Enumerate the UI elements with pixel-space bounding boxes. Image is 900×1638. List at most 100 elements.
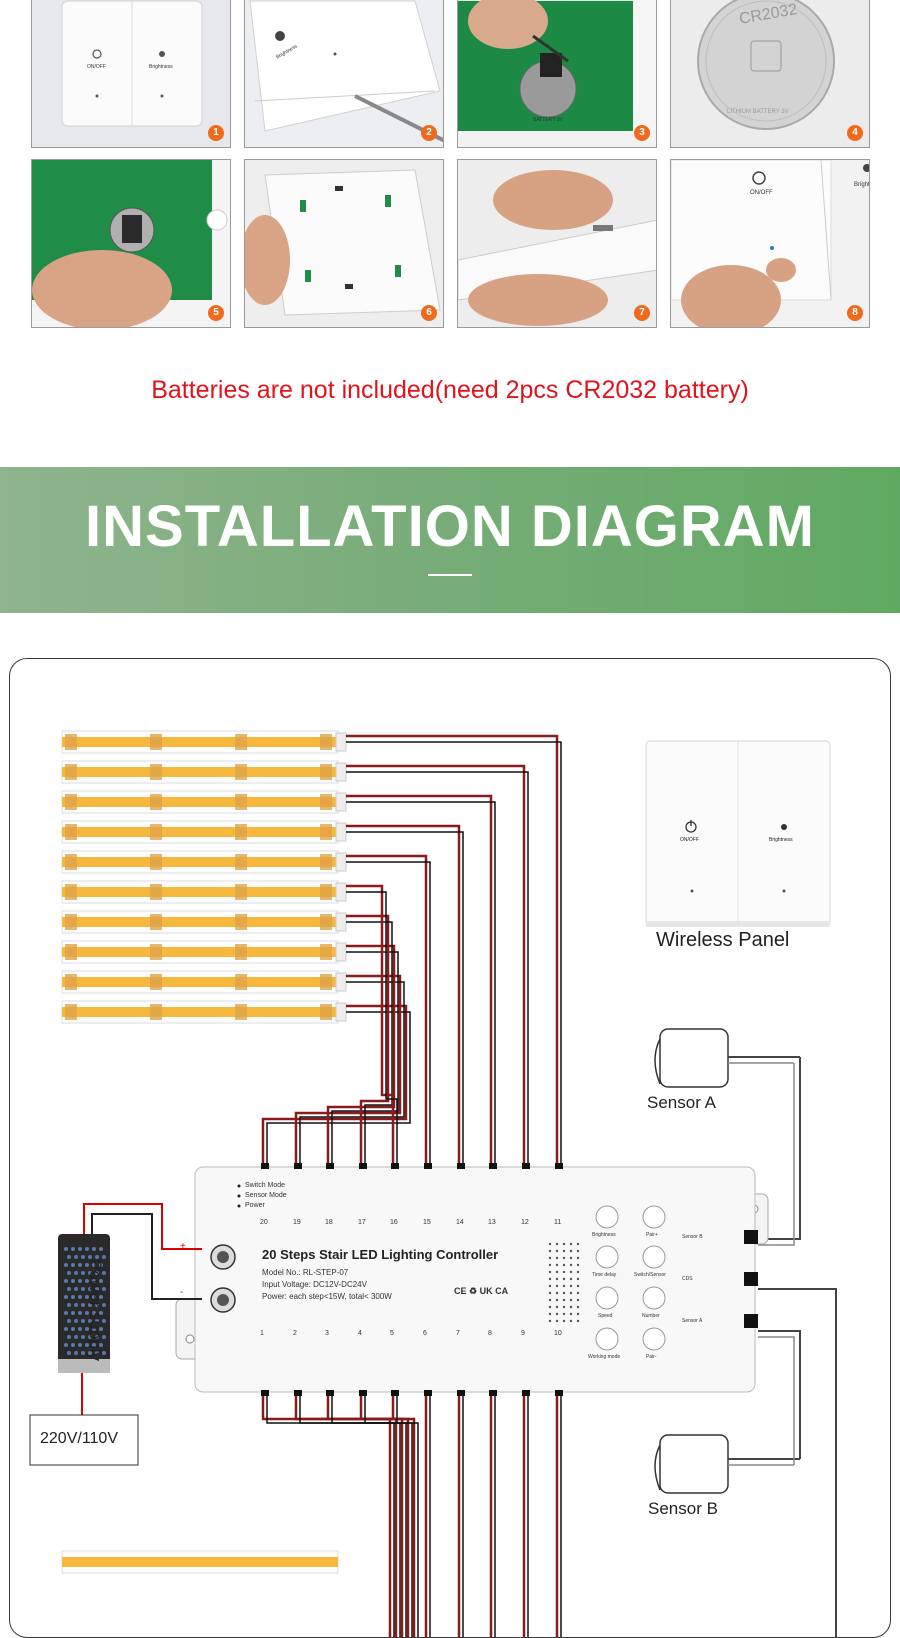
btn-working-mode-label: Working mode	[588, 1354, 621, 1360]
btn-pair-minus-label: Pair-	[646, 1354, 657, 1360]
channel-terminals	[261, 1163, 563, 1396]
switch-panel-image	[32, 0, 230, 147]
led-strip	[61, 790, 347, 814]
controller-box	[175, 1163, 769, 1396]
led-strip	[61, 880, 347, 904]
wireless-panel-label: Wireless Panel	[656, 929, 790, 951]
step-badge-7: 7	[634, 305, 650, 321]
controller-vents	[548, 1242, 580, 1323]
channel-number: 9	[521, 1330, 525, 1337]
led-strip	[61, 730, 347, 754]
btn-speed-label: Speed	[598, 1313, 613, 1319]
led-strip	[61, 970, 347, 994]
btn-time-delay-label: Time delay	[592, 1272, 617, 1278]
step-tile-5: 5	[31, 159, 231, 328]
step-tile-2: Brightness 2	[244, 0, 444, 148]
panel-close-image	[458, 160, 656, 327]
btn-pair-plus-label: Pair+	[646, 1232, 658, 1238]
banner-title: INSTALLATION DIAGRAM	[85, 494, 815, 559]
battery-insert-image	[458, 0, 656, 147]
banner-divider	[428, 574, 472, 576]
channel-number: 15	[423, 1219, 431, 1226]
mains-voltage-label: 220V/110V	[40, 1430, 118, 1447]
certification-marks: CE ♻ UK CA	[454, 1286, 509, 1296]
controller-model: Model No.: RL-STEP-07	[262, 1268, 349, 1277]
step-tile-6: 6	[244, 159, 444, 328]
channel-number: 17	[358, 1219, 366, 1226]
mode-power-label: Power	[245, 1202, 265, 1209]
wires-bottom	[261, 1392, 562, 1637]
led-strip	[61, 910, 347, 934]
panel-on-off-label: ON/OFF	[680, 837, 699, 843]
channel-number: 2	[293, 1330, 297, 1337]
controller-title: 20 Steps Stair LED Lighting Controller	[262, 1247, 499, 1262]
channel-number: 18	[325, 1219, 333, 1226]
step-badge-6: 6	[421, 305, 437, 321]
controller-power: Power: each step<15W, total< 300W	[262, 1292, 392, 1301]
section-banner: INSTALLATION DIAGRAM	[0, 467, 900, 613]
step-badge-4: 4	[847, 125, 863, 141]
battery-sub-label: LITHIUM BATTERY 3V	[727, 109, 789, 115]
controller-input-voltage: Input Voltage: DC12V-DC24V	[262, 1280, 367, 1289]
channel-number: 3	[325, 1330, 329, 1337]
step-badge-2: 2	[421, 125, 437, 141]
step-badge-5: 5	[208, 305, 224, 321]
channel-number: 8	[488, 1330, 492, 1337]
port-sensor-b-label: Sensor B	[682, 1234, 703, 1240]
led-strip	[61, 1550, 339, 1574]
step-badge-3: 3	[634, 125, 650, 141]
power-supply-device	[29, 1203, 202, 1466]
wireless-panel	[645, 740, 831, 927]
panel-back-image	[245, 160, 443, 327]
step-tile-7: 7	[457, 159, 657, 328]
panel-open-screwdriver-image	[245, 0, 443, 147]
installation-steps-grid: ON/OFF Brightness 1 Brightness 2 BATTERY…	[0, 0, 900, 330]
channel-number: 20	[260, 1219, 268, 1226]
plus-label: +	[180, 1241, 186, 1252]
channel-number: 12	[521, 1219, 529, 1226]
installation-diagram: Wireless Panel ON/OFF Brightness Sensor …	[9, 658, 891, 1638]
led-strip	[61, 940, 347, 964]
cr2032-battery-image	[671, 0, 869, 147]
channel-number: 6	[423, 1330, 427, 1337]
on-off-label: ON/OFF	[750, 190, 773, 196]
step-badge-1: 1	[208, 125, 224, 141]
battery-note: Batteries are not included(need 2pcs CR2…	[151, 376, 749, 404]
sensor-a-device	[654, 1028, 801, 1246]
btn-brightness-label: Brightness	[592, 1232, 616, 1238]
led-strip	[61, 850, 347, 874]
channel-number: 7	[456, 1330, 460, 1337]
minus-label: -	[180, 1287, 184, 1298]
brightness-label: Brightness	[149, 64, 173, 70]
channel-number: 19	[293, 1219, 301, 1226]
btn-number-label: Number	[642, 1313, 660, 1319]
channel-number: 11	[554, 1219, 562, 1226]
step-tile-1: ON/OFF Brightness 1	[31, 0, 231, 148]
on-off-label: ON/OFF	[87, 64, 106, 70]
channel-number: 14	[456, 1219, 464, 1226]
mode-switch-label: Switch Mode	[245, 1182, 286, 1189]
wiring-diagram-svg	[29, 730, 837, 1637]
led-strips-top	[61, 730, 347, 1574]
channel-number: 1	[260, 1330, 264, 1337]
battery-label: BATTERY 3V	[533, 117, 564, 123]
led-strip	[61, 1000, 347, 1024]
channel-number: 5	[390, 1330, 394, 1337]
battery-board-image	[32, 160, 230, 327]
mode-indicator-dots	[237, 1184, 241, 1208]
channel-number: 13	[488, 1219, 496, 1226]
power-supply-label: Power supply	[86, 1259, 105, 1362]
channel-number: 10	[554, 1330, 562, 1337]
channel-number: 16	[390, 1219, 398, 1226]
step-badge-8: 8	[847, 305, 863, 321]
sensor-a-label: Sensor A	[647, 1093, 716, 1112]
step-tile-3: BATTERY 3V 3	[457, 0, 657, 148]
port-cds-label: CDS	[682, 1276, 693, 1282]
panel-press-image	[671, 160, 869, 327]
panel-brightness-label: Brightness	[769, 837, 793, 843]
port-sensor-a-label: Sensor A	[682, 1318, 703, 1324]
step-tile-8: ON/OFF Bright 8	[670, 159, 870, 328]
channel-number: 4	[358, 1330, 362, 1337]
led-strip	[61, 820, 347, 844]
btn-switch-sensor-label: Switch/Sensor	[634, 1272, 666, 1278]
